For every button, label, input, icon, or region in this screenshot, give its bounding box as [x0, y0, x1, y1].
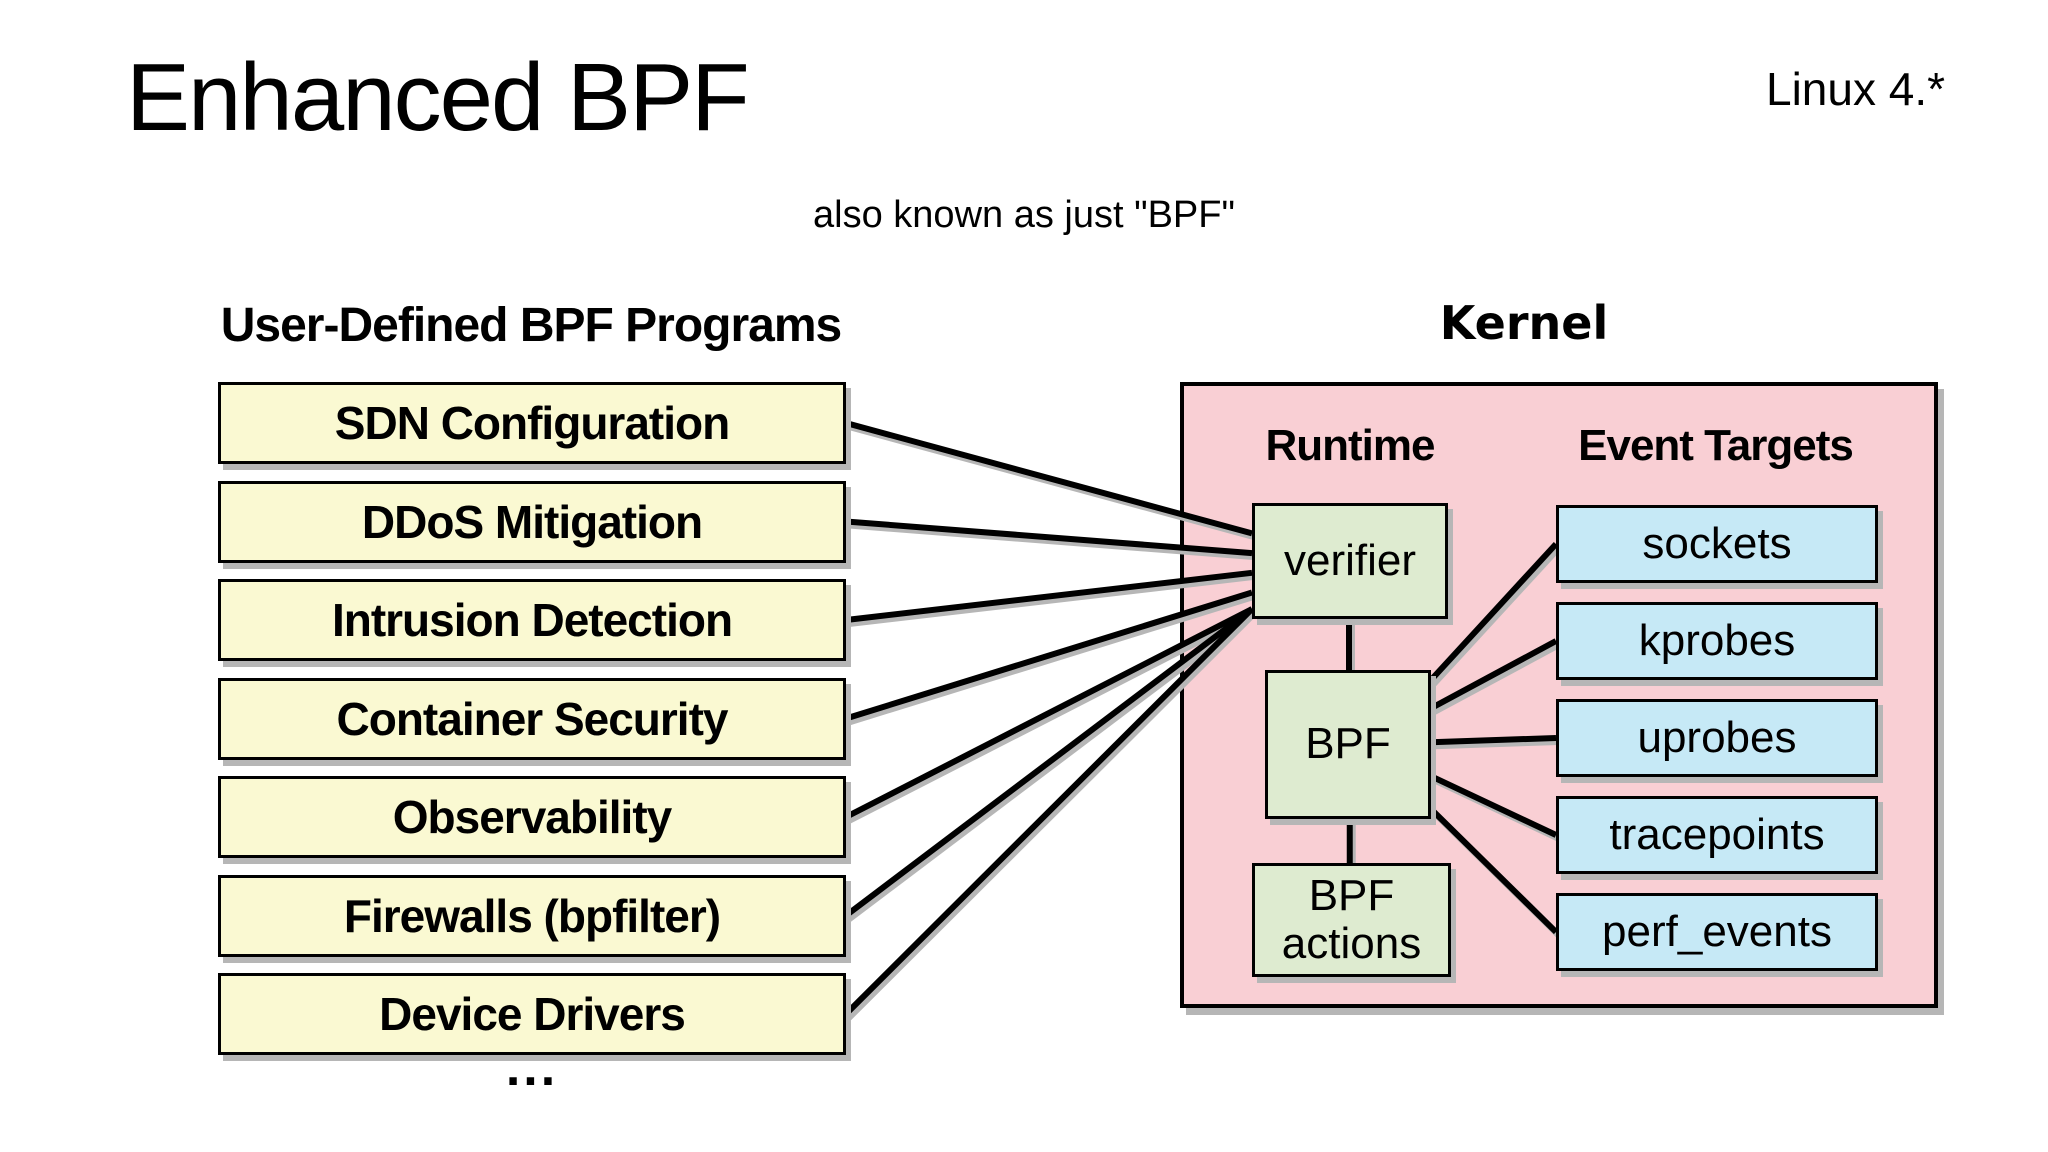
subtitle: also known as just "BPF"	[813, 194, 1235, 236]
bpf-box: BPF	[1265, 670, 1431, 819]
program-box-observability: Observability	[218, 776, 846, 858]
kernel-heading: Kernel	[1439, 296, 1609, 350]
program-box-sdn-configuration: SDN Configuration	[218, 382, 846, 464]
program-box-device-drivers: Device Drivers	[218, 973, 846, 1055]
event-targets-heading: Event Targets	[1578, 421, 1854, 470]
event-box-sockets: sockets	[1556, 505, 1878, 583]
event-box-tracepoints: tracepoints	[1556, 796, 1878, 874]
event-box-uprobes: uprobes	[1556, 699, 1878, 777]
user-programs-heading: User-Defined BPF Programs	[220, 299, 843, 352]
program-box-ddos-mitigation: DDoS Mitigation	[218, 480, 846, 563]
runtime-heading: Runtime	[1265, 421, 1436, 470]
bpf-actions-box: BPF actions	[1252, 863, 1451, 977]
program-box-firewalls-bpfilter: Firewalls (bpfilter)	[218, 874, 846, 957]
event-box-kprobes: kprobes	[1556, 602, 1878, 680]
linux-version-note: Linux 4.*	[1765, 63, 1945, 115]
user-programs-list: SDN Configuration DDoS Mitigation Intrus…	[218, 382, 846, 1055]
program-box-intrusion-detection: Intrusion Detection	[218, 579, 846, 661]
program-box-container-security: Container Security	[218, 677, 846, 760]
verifier-box: verifier	[1252, 503, 1448, 619]
page-title: Enhanced BPF	[126, 44, 750, 151]
event-targets-list: sockets kprobes uprobes tracepoints perf…	[1556, 505, 1878, 971]
event-box-perf-events: perf_events	[1556, 893, 1878, 971]
more-programs-ellipsis: ...	[505, 1039, 559, 1097]
